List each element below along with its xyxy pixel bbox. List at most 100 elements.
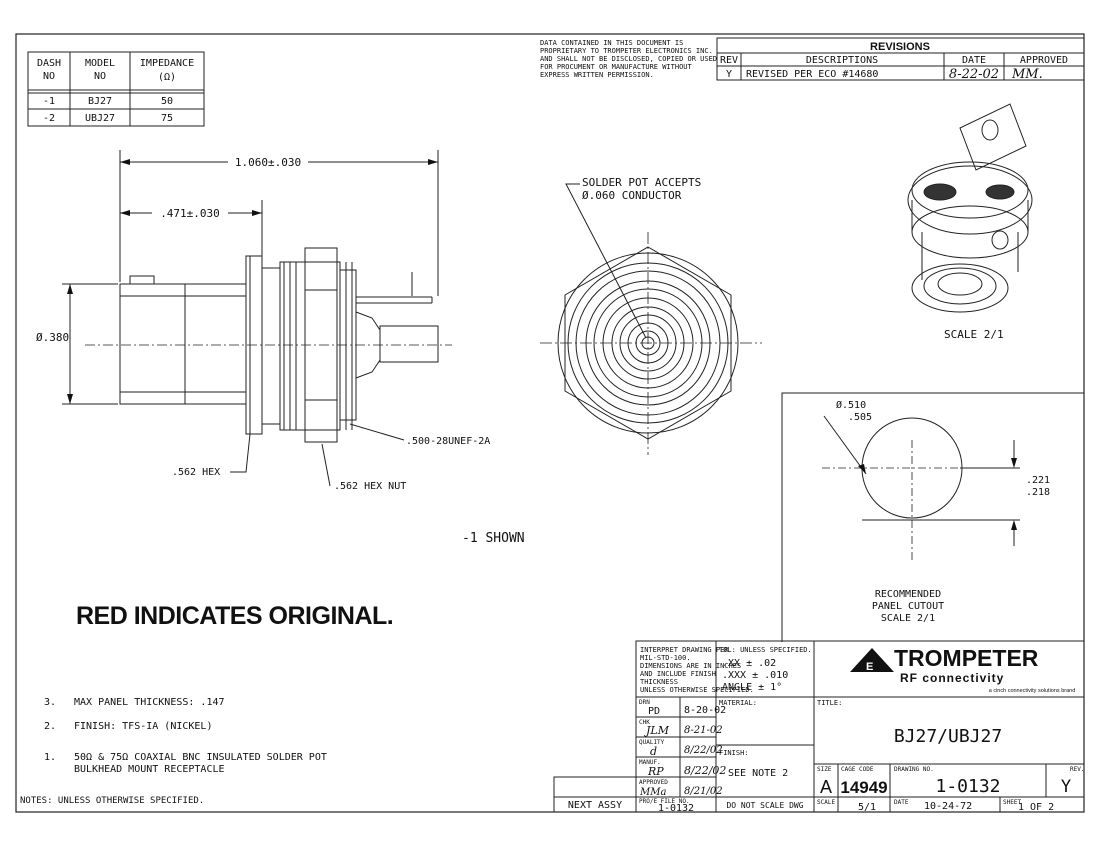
rev-date: 8-22-02 — [949, 67, 999, 82]
cutout-diameter-min: .505 — [848, 412, 872, 423]
note-2: FINISH: TFS-IA (NICKEL) — [74, 721, 212, 732]
svg-text:8/21/02: 8/21/02 — [684, 786, 723, 797]
svg-text:8-21-02: 8-21-02 — [684, 725, 723, 736]
dimension-arrows — [67, 159, 438, 404]
svg-text:8/22/02: 8/22/02 — [684, 764, 726, 777]
svg-text:d: d — [650, 745, 657, 758]
view-caption: -1 SHOWN — [462, 531, 525, 546]
drawing-scale: 5/1 — [858, 802, 876, 813]
svg-text:DATE: DATE — [894, 799, 909, 806]
trompeter-logo-icon — [850, 648, 894, 672]
model-header-no: NO — [94, 71, 106, 82]
svg-text:AND INCLUDE FINISH: AND INCLUDE FINISH — [640, 670, 716, 678]
logo-subtitle: RF connectivity — [900, 671, 1004, 685]
desc-header: DESCRIPTIONS — [806, 55, 878, 66]
sheet-border — [15, 33, 1085, 813]
cutout-flat-min: .218 — [1026, 487, 1050, 498]
impedance-header: IMPEDANCE — [140, 58, 194, 69]
body-length-dim: .471±.030 — [160, 207, 220, 220]
profile-number: 1-0132 — [658, 803, 694, 814]
dash-row-1-model: BJ27 — [88, 96, 112, 107]
svg-text:2.: 2. — [44, 721, 56, 732]
drawing-size: A — [820, 777, 832, 797]
svg-text:CAGE CODE: CAGE CODE — [841, 766, 874, 773]
note-1: 50Ω & 75Ω COAXIAL BNC INSULATED SOLDER P… — [74, 752, 327, 763]
drawing-sheet-number: 1 OF 2 — [1018, 802, 1054, 813]
drawing-rev: Y — [1061, 777, 1071, 797]
dash-row-2-dash: -2 — [43, 113, 55, 124]
notes-footer: NOTES: UNLESS OTHERWISE SPECIFIED. — [20, 796, 204, 806]
red-indicates-original: RED INDICATES ORIGINAL. — [76, 602, 393, 630]
dash-row-2-model: UBJ27 — [85, 113, 115, 124]
finish-label: FINISH: — [719, 749, 749, 757]
svg-text:REV.: REV. — [1070, 766, 1084, 773]
dash-row-1-impedance: 50 — [161, 96, 173, 107]
cage-code: 14949 — [840, 778, 887, 797]
connector-end-view — [540, 183, 762, 455]
footer-cells: NEXT ASSY PRO/E FILE NO. 1-0132 DO NOT S… — [568, 798, 804, 814]
diameter-dim: Ø.380 — [36, 331, 69, 344]
svg-text:3.: 3. — [44, 697, 56, 708]
svg-text:PROPRIETARY TO TROMPETER ELECT: PROPRIETARY TO TROMPETER ELECTRONICS INC… — [540, 47, 713, 55]
svg-text:THICKNESS: THICKNESS — [640, 678, 678, 686]
dash-row-2-impedance: 75 — [161, 113, 173, 124]
general-notes: 3. MAX PANEL THICKNESS: .147 2. FINISH: … — [20, 697, 327, 806]
svg-text:8-20-02: 8-20-02 — [684, 705, 726, 716]
date-header: DATE — [962, 55, 986, 66]
thread-callout: .500-28UNEF-2A — [406, 436, 490, 447]
logo-tagline: a cinch connectivity solutions brand — [989, 688, 1076, 694]
panel-cutout-box — [781, 392, 1084, 642]
revisions-block: REVISIONS REV DESCRIPTIONS DATE APPROVED… — [716, 37, 1085, 82]
svg-text:SIZE: SIZE — [817, 766, 832, 773]
svg-text:8/22/02: 8/22/02 — [684, 745, 723, 756]
cutout-caption-2: PANEL CUTOUT — [872, 601, 944, 612]
drawing-number: 1-0132 — [935, 776, 1000, 797]
title-block — [553, 640, 1085, 813]
drawing-date: 10-24-72 — [924, 801, 972, 812]
solder-pot-callout-line2: Ø.060 CONDUCTOR — [582, 189, 682, 202]
svg-text:EXPRESS WRITTEN PERMISSION.: EXPRESS WRITTEN PERMISSION. — [540, 71, 654, 79]
impedance-header-unit: (Ω) — [158, 72, 176, 83]
svg-text:MANUF.: MANUF. — [639, 759, 661, 766]
svg-text:RP: RP — [647, 765, 664, 778]
cutout-caption-1: RECOMMENDED — [875, 589, 941, 600]
solder-pot-callout-line1: SOLDER POT ACCEPTS — [582, 176, 701, 189]
svg-text:MMa: MMa — [639, 787, 666, 798]
material-label: MATERIAL: — [719, 699, 757, 707]
do-not-scale: DO NOT SCALE DWG — [726, 801, 803, 810]
logo-name: TROMPETER — [894, 645, 1039, 671]
svg-text:.XXX ± .010: .XXX ± .010 — [722, 670, 788, 681]
svg-text:UNLESS OTHERWISE SPECIFIED.: UNLESS OTHERWISE SPECIFIED. — [640, 686, 754, 694]
svg-text:DATA CONTAINED IN THIS DOCUMEN: DATA CONTAINED IN THIS DOCUMENT IS — [540, 39, 683, 47]
dash-row-1-dash: -1 — [43, 96, 55, 107]
svg-text:TOL: UNLESS SPECIFIED.: TOL: UNLESS SPECIFIED. — [719, 646, 812, 654]
iso-scale-label: SCALE 2/1 — [944, 328, 1004, 341]
svg-text:AND SHALL NOT BE DISCLOSED, CO: AND SHALL NOT BE DISCLOSED, COPIED OR US… — [540, 55, 717, 63]
approved-header: APPROVED — [1020, 55, 1068, 66]
svg-text:MIL-STD-100.: MIL-STD-100. — [640, 654, 691, 662]
overall-length-dim: 1.060±.030 — [235, 156, 301, 169]
svg-text:APPROVED: APPROVED — [639, 779, 668, 786]
svg-text:SHEET: SHEET — [1003, 799, 1021, 806]
dash-header: DASH — [37, 58, 61, 69]
svg-text:PRO/E FILE NO.: PRO/E FILE NO. — [639, 798, 690, 805]
next-assy-label: NEXT ASSY — [568, 800, 622, 811]
dash-number-table: DASH NO MODEL NO IMPEDANCE (Ω) -1 BJ27 5… — [27, 51, 205, 127]
cutout-caption-3: SCALE 2/1 — [881, 613, 935, 624]
svg-text:DRN: DRN — [639, 699, 650, 706]
dash-header-no: NO — [43, 71, 55, 82]
svg-text:TITLE:: TITLE: — [817, 699, 842, 707]
hex-nut-callout: .562 HEX NUT — [334, 481, 406, 492]
svg-text:CHK: CHK — [639, 719, 650, 726]
svg-text:FOR PROCUMENT OR MANUFACTURE W: FOR PROCUMENT OR MANUFACTURE WITHOUT — [540, 63, 693, 71]
cutout-flat-max: .221 — [1026, 475, 1050, 486]
svg-text:.XX ± .02: .XX ± .02 — [722, 658, 776, 669]
svg-text:DRAWING NO.: DRAWING NO. — [894, 766, 934, 773]
hex-callout: .562 HEX — [172, 467, 220, 478]
svg-text:SCALE: SCALE — [817, 799, 835, 806]
svg-text:1.: 1. — [44, 752, 56, 763]
svg-text:E: E — [866, 661, 873, 673]
svg-text:PD: PD — [648, 706, 660, 717]
cutout-diameter-max: Ø.510 — [836, 399, 866, 411]
